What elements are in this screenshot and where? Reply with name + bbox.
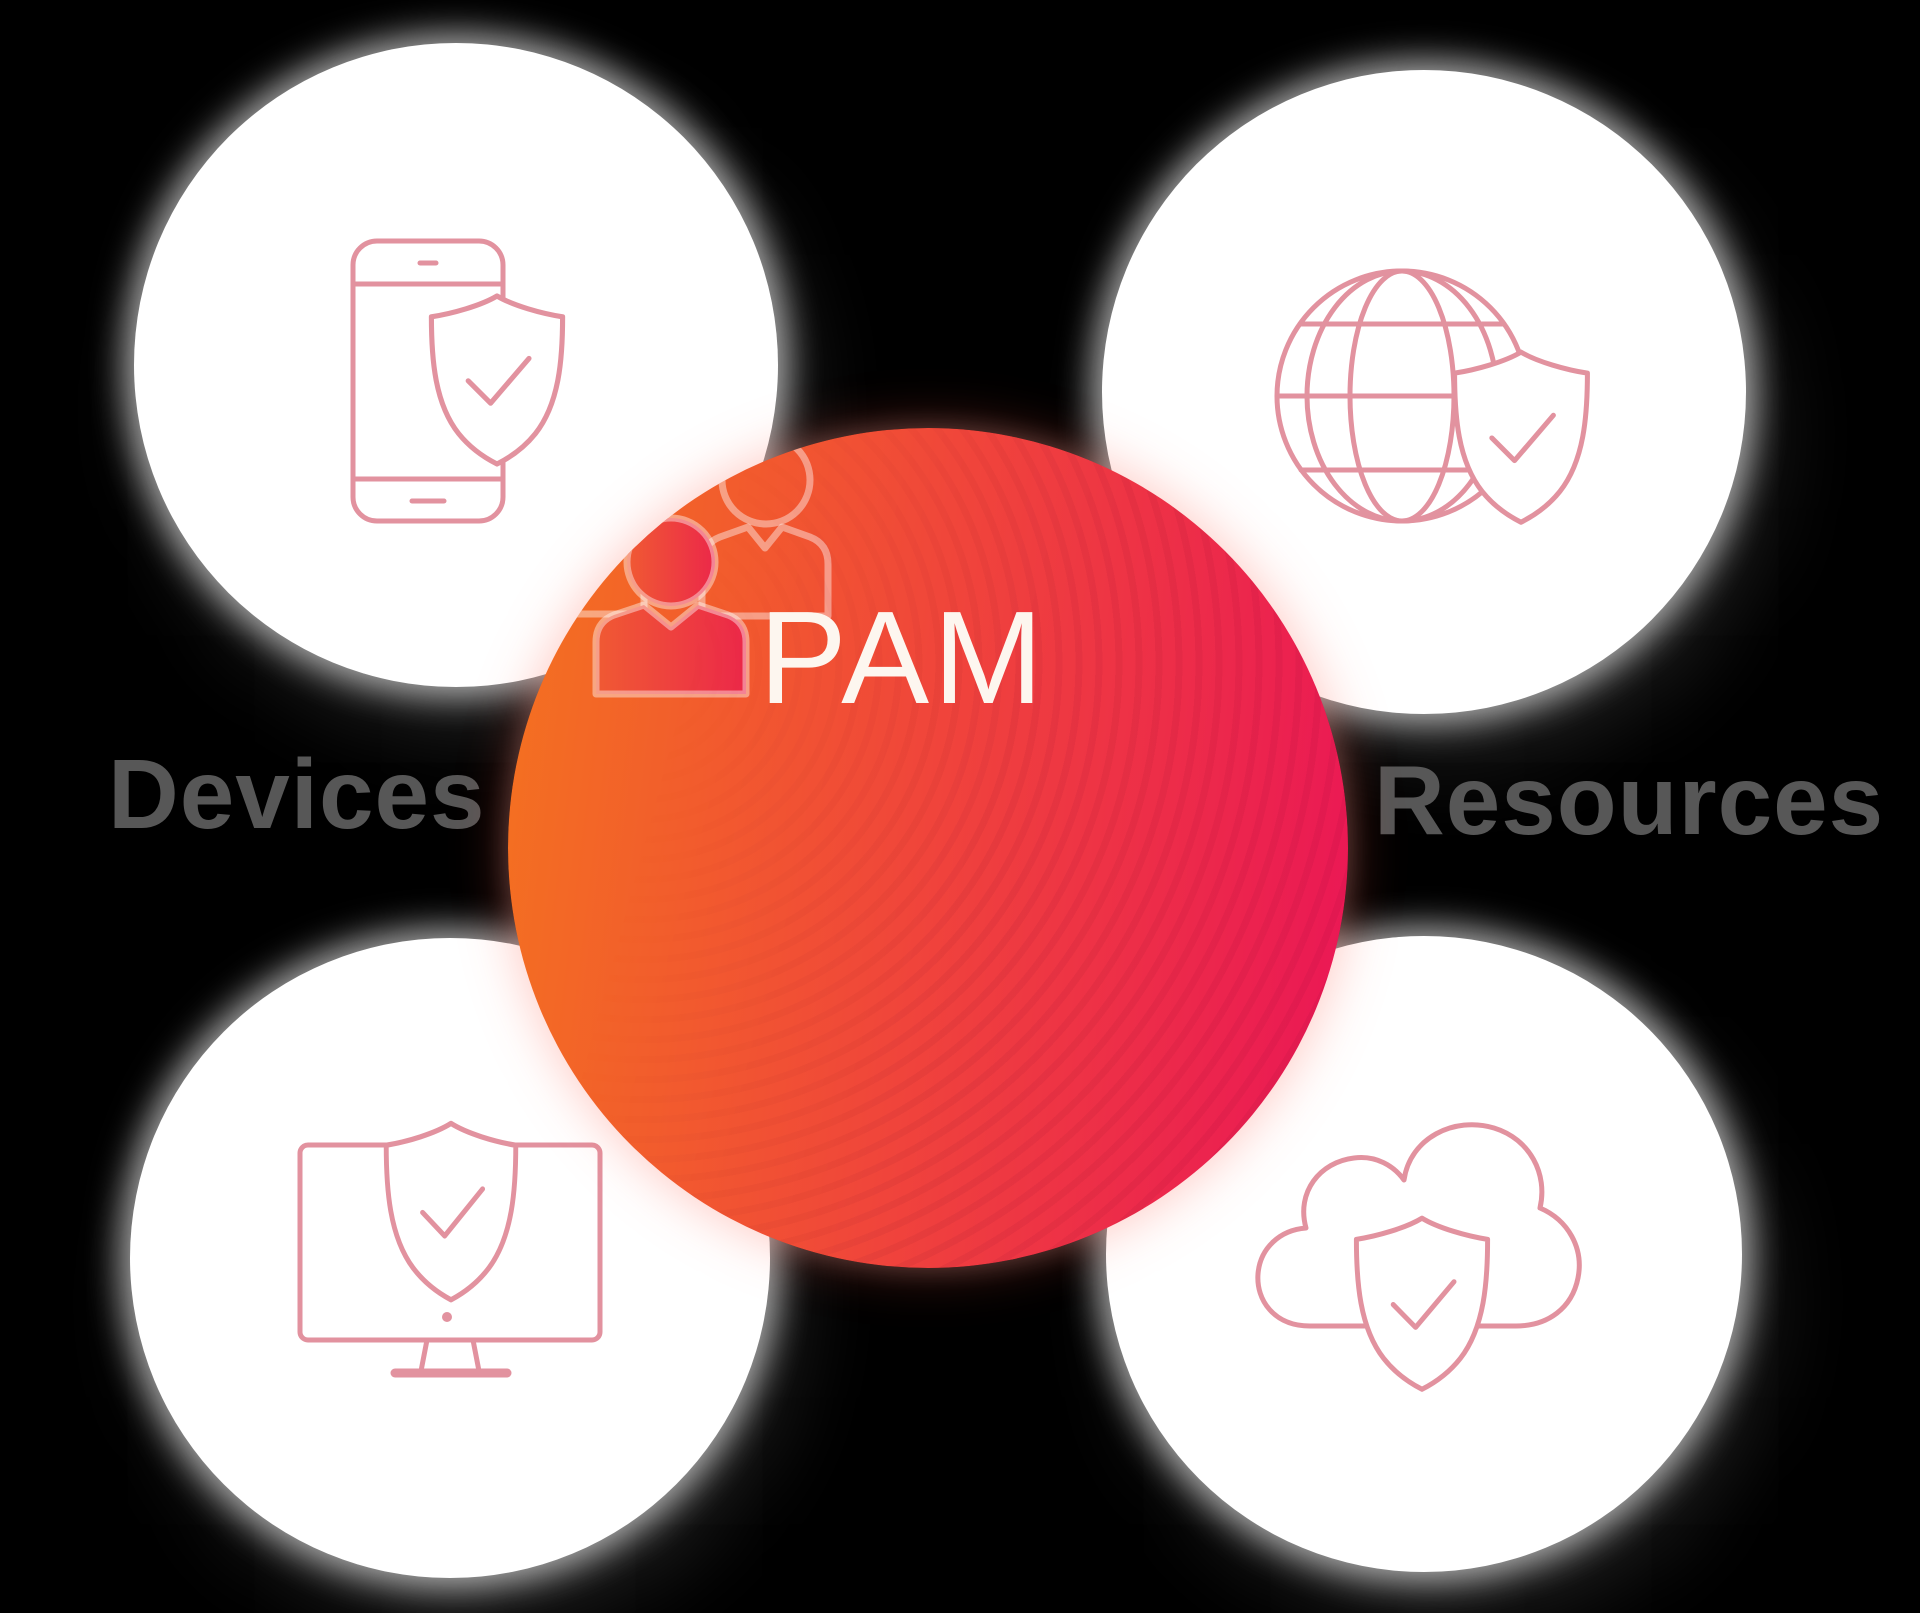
pam-circle: PAM <box>508 428 1348 1268</box>
label-resources: Resources <box>1374 745 1885 855</box>
mobile-shield-icon <box>350 238 566 524</box>
globe-shield-icon <box>1274 268 1590 525</box>
node-circle-devices-mobile <box>134 43 778 687</box>
label-devices: Devices <box>108 739 486 849</box>
cloud-shield-icon <box>1255 1122 1582 1392</box>
pam-circle-texture <box>508 428 1348 1268</box>
pam-label: PAM <box>758 584 1048 731</box>
monitor-shield-icon <box>297 1120 603 1378</box>
